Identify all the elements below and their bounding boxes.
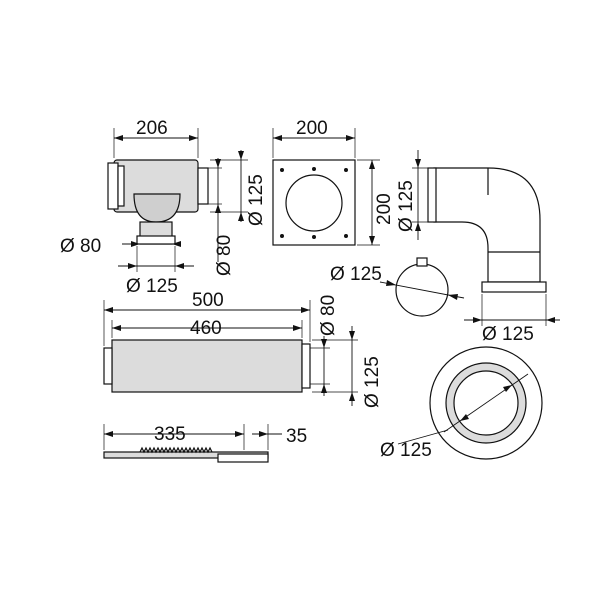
plate-hole-tm — [312, 167, 316, 171]
wall-plate: 200 200 — [272, 118, 395, 246]
tee-left-ring — [117, 165, 125, 207]
tee-width-label: 206 — [136, 118, 168, 139]
plate-hole-tl — [280, 168, 284, 172]
plate-opening — [285, 174, 343, 232]
pipe-body — [111, 339, 303, 393]
tee-fitting: 206 Ø 125 Ø 80 Ø 80 Ø 125 — [60, 118, 267, 297]
elbow-fitting: Ø 125 Ø 125 — [396, 150, 560, 345]
strip-serration — [139, 446, 213, 454]
plate-hole-bl — [280, 234, 284, 238]
mounting-strip: 335 35 — [103, 424, 307, 463]
tee-right-socket — [197, 167, 209, 205]
plate-hole-tr — [344, 168, 348, 172]
plate-width-label: 200 — [296, 118, 328, 139]
elbow-vertical-dia-label: Ø 125 — [396, 180, 417, 232]
straight-pipe: 500 460 Ø 80 Ø 125 — [103, 290, 383, 408]
clamp-dia-label: Ø 125 — [330, 264, 382, 285]
wall-rosette: Ø 125 — [380, 346, 543, 461]
elbow-inlet-ring — [427, 167, 437, 223]
tee-branch-bowl — [133, 193, 181, 223]
plate-hole-br — [344, 234, 348, 238]
strip-end-label: 35 — [286, 426, 307, 447]
plate-height-label: 200 — [374, 193, 395, 225]
elbow-horizontal-dia-label: Ø 125 — [482, 324, 534, 345]
pipe-left-spigot — [103, 347, 113, 385]
tee-side-dia-label: Ø 125 — [246, 174, 267, 226]
rosette-dia-label: Ø 125 — [380, 440, 432, 461]
tee-spigot-ring — [136, 235, 176, 245]
pipe-inner-length-label: 460 — [190, 318, 222, 339]
pipe-inner-dia-label: Ø 80 — [318, 295, 339, 336]
pipe-outer-length-label: 500 — [192, 290, 224, 311]
pipe-right-spigot — [301, 343, 311, 389]
tee-bottom-dia-label: Ø 80 — [60, 236, 101, 257]
strip-length-label: 335 — [154, 424, 186, 445]
plate-hole-bm — [312, 235, 316, 239]
pipe-clamp: Ø 125 — [330, 257, 465, 317]
strip-end-tab — [217, 453, 269, 463]
clamp-tab — [416, 257, 428, 267]
tee-lower-dia-label: Ø 80 — [214, 235, 235, 276]
elbow-outlet-ring — [481, 281, 547, 293]
tee-left-collar — [107, 162, 119, 210]
pipe-outer-dia-label: Ø 125 — [362, 356, 383, 408]
tee-base-dia-label: Ø 125 — [126, 276, 178, 297]
elbow-body — [433, 167, 541, 283]
